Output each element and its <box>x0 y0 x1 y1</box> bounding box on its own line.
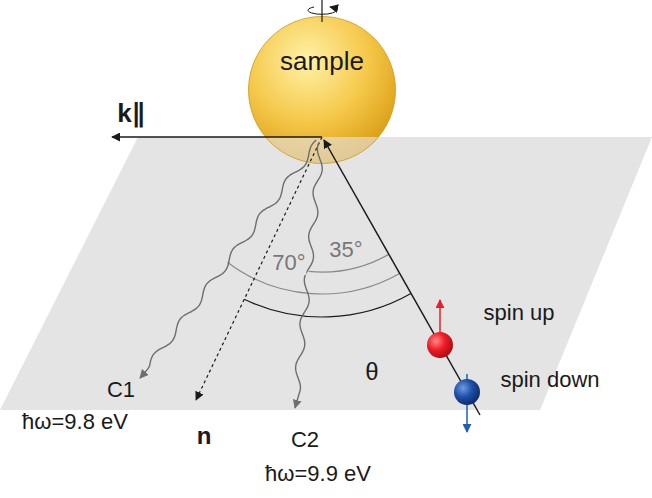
spin-label: spin down <box>500 368 599 392</box>
plane-overlay <box>248 137 396 164</box>
photon-c1 <box>140 140 316 378</box>
normal-label: n <box>197 423 212 449</box>
incident-beam <box>324 140 480 415</box>
rotation-axis <box>321 0 322 22</box>
spin-label: spin up <box>484 301 555 325</box>
sample-sphere: sample <box>248 16 396 164</box>
spin-down-electron <box>454 379 480 405</box>
sphere-body <box>249 17 396 164</box>
surface-normal <box>196 137 322 400</box>
photon-energy: ħω=9.8 eV <box>22 410 128 434</box>
photon-c2 <box>295 143 322 408</box>
detector-name: C1 <box>107 378 135 402</box>
angle-label: 70° <box>271 251 306 275</box>
sample-plane <box>0 137 652 410</box>
rotation-arrow <box>308 7 336 14</box>
k-parallel-arrow <box>112 136 322 137</box>
photon-energy: ħω=9.9 eV <box>265 462 371 486</box>
angle-label: 35° <box>329 238 362 262</box>
sample-label: sample <box>280 46 364 77</box>
sphere-outline <box>249 17 396 164</box>
spin-up-electron <box>427 332 453 358</box>
k-parallel-label: k∥ <box>117 99 144 128</box>
angle-arc-70 <box>227 262 399 294</box>
angle-arc-theta <box>244 293 411 317</box>
sphere-shape <box>248 16 396 164</box>
angle-symbol: θ <box>365 359 378 385</box>
detector-name: C2 <box>291 428 319 452</box>
